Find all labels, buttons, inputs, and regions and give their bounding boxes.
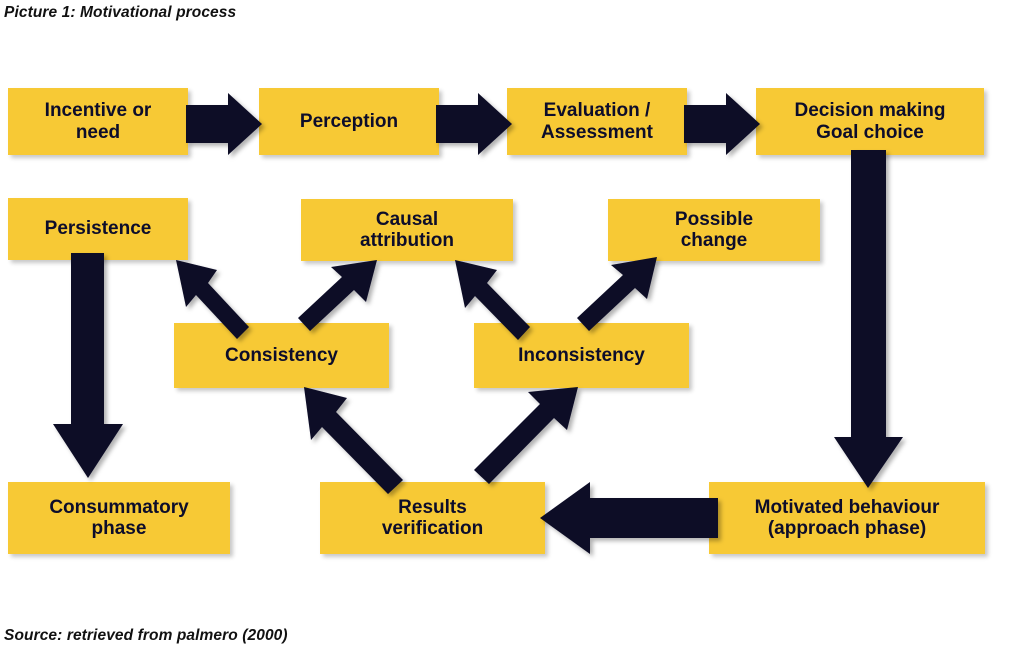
figure-caption-bottom: Source: retrieved from palmero (2000) (4, 627, 288, 644)
node-label-line1: Motivated behaviour (754, 496, 940, 518)
node-label-line1: Causal (375, 208, 439, 230)
arrow-evaluation-to-decision (684, 93, 760, 155)
arrow-consistency-to-causal-attribution (298, 260, 377, 331)
node-label-line1: Consistency (225, 344, 338, 366)
figure-caption-top: Picture 1: Motivational process (4, 4, 237, 21)
node-results-verification[interactable]: Results verification (320, 482, 545, 554)
arrow-motivated-to-results (540, 482, 718, 554)
node-label-line2: Assessment (541, 121, 653, 143)
node-label-line2: change (680, 230, 748, 251)
node-label-line1: Perception (299, 110, 399, 132)
node-possible-change[interactable]: Possible change (608, 199, 820, 261)
node-label-line1: Inconsistency (518, 344, 645, 366)
arrow-inconsistency-to-possible-change (577, 257, 657, 331)
node-label-line1: Incentive or (44, 100, 152, 122)
node-label-line2: phase (91, 518, 147, 539)
node-perception[interactable]: Perception (259, 88, 439, 155)
node-label-line1: Consummatory (49, 496, 189, 518)
arrow-persistence-to-consummatory (53, 253, 123, 478)
node-label-line1: Persistence (44, 218, 152, 240)
node-label-line2: verification (381, 518, 484, 539)
node-label-line2: (approach phase) (767, 518, 927, 539)
arrow-perception-to-evaluation (436, 93, 512, 155)
node-evaluation-assessment[interactable]: Evaluation / Assessment (507, 88, 687, 155)
node-persistence[interactable]: Persistence (8, 198, 188, 260)
node-label-line2: Goal choice (816, 121, 924, 143)
arrow-incentive-to-perception (186, 93, 262, 155)
node-label-line1: Decision making (794, 100, 946, 122)
arrow-results-to-consistency (304, 387, 403, 494)
node-incentive-or-need[interactable]: Incentive or need (8, 88, 188, 155)
node-consistency[interactable]: Consistency (174, 323, 389, 388)
node-consummatory-phase[interactable]: Consummatory phase (8, 482, 230, 554)
node-inconsistency[interactable]: Inconsistency (474, 323, 689, 388)
node-decision-making-goal-choice[interactable]: Decision making Goal choice (756, 88, 984, 155)
node-label-line1: Possible (674, 208, 754, 230)
node-label-line2: attribution (360, 230, 454, 251)
arrow-decision-to-motivated (834, 150, 903, 488)
node-label-line1: Evaluation / (543, 100, 651, 122)
node-label-line1: Results (398, 496, 467, 518)
node-motivated-behaviour[interactable]: Motivated behaviour (approach phase) (709, 482, 985, 554)
node-causal-attribution[interactable]: Causal attribution (301, 199, 513, 261)
arrow-results-to-inconsistency (474, 387, 578, 484)
node-label-line2: need (75, 121, 121, 143)
